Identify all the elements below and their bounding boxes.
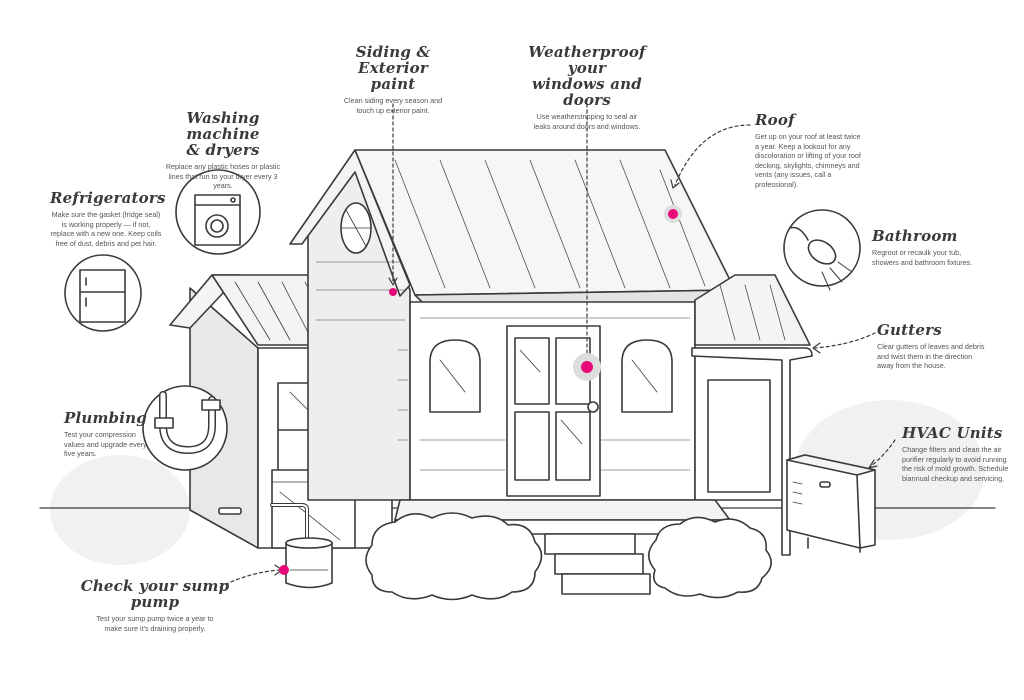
callout-hvac-text: Change filters and clean the air purifie…: [902, 445, 1009, 483]
porch-step-3: [561, 573, 651, 595]
callout-siding-title: Siding & Exterior paint: [330, 44, 456, 92]
door-knob: [587, 401, 599, 413]
callout-bathroom-text: Regrout or recaulk your tub, showers and…: [872, 248, 973, 267]
facade-left-window: [429, 339, 481, 413]
callout-siding-text: Clean siding every season and touch up e…: [343, 96, 443, 115]
facade-right-window: [621, 339, 673, 413]
right-wing: [691, 274, 813, 556]
callout-roof-text: Get up on your roof at least twice a yea…: [755, 132, 861, 189]
washing-machine-icon: [175, 169, 261, 255]
callout-siding-title-line2: paint: [370, 75, 416, 93]
bush-left: [365, 512, 543, 601]
callout-refrigerators-text: Make sure the gasket (fridge seal) is wo…: [50, 210, 162, 248]
callout-roof: Roof Get up on your roof at least twice …: [755, 112, 865, 190]
callout-weatherproof-title-line1: Weatherproof your: [528, 43, 646, 77]
marker-door: [581, 361, 593, 373]
callout-washing-title-line2: & dryers: [186, 141, 260, 159]
markers: [279, 205, 682, 575]
callout-weatherproof-text: Use weatherstripping to seal air leaks a…: [533, 112, 641, 131]
callout-siding: Siding & Exterior paint Clean siding eve…: [330, 44, 456, 115]
callout-refrigerators-title: Refrigerators: [50, 189, 166, 207]
callout-bathroom-title: Bathroom: [872, 227, 958, 245]
marker-siding: [389, 288, 397, 296]
marker-roof: [668, 209, 678, 219]
callout-gutters-text: Clear gutters of leaves and debris and t…: [877, 342, 985, 371]
shower-head-icon: [783, 209, 861, 291]
callout-washing-text: Replace any plastic hoses or plastic lin…: [165, 162, 281, 191]
callout-gutters: Gutters Clear gutters of leaves and debr…: [877, 322, 987, 371]
callout-plumbing: Plumbing Test your compression values an…: [64, 410, 150, 459]
callout-refrigerators: Refrigerators Make sure the gasket (frid…: [50, 189, 166, 248]
callout-washing-title: Washing machine & dryers: [158, 110, 288, 158]
callout-gutters-title: Gutters: [877, 321, 942, 339]
gutter-downspout: [691, 347, 813, 556]
callout-roof-title: Roof: [755, 111, 795, 129]
callout-plumbing-title: Plumbing: [64, 409, 147, 427]
callout-hvac: HVAC Units Change filters and clean the …: [902, 425, 1012, 483]
callout-weatherproof-title: Weatherproof your windows and doors: [520, 44, 654, 108]
hvac-unit: [786, 454, 876, 553]
callout-weatherproof: Weatherproof your windows and doors Use …: [520, 44, 654, 131]
leader-lines: [219, 103, 896, 588]
porch-step-1: [544, 533, 636, 555]
main-roof: [354, 149, 736, 306]
callout-plumbing-text: Test your compression values and upgrade…: [64, 430, 147, 459]
refrigerator-icon: [64, 254, 142, 332]
sump-pump: [270, 503, 333, 589]
pipe-icon: [142, 385, 228, 471]
callout-sump: Check your sump pump Test your sump pump…: [70, 578, 240, 633]
callout-bathroom: Bathroom Regrout or recaulk your tub, sh…: [872, 228, 982, 267]
callout-sump-title: Check your sump pump: [80, 577, 230, 611]
callout-sump-text: Test your sump pump twice a year to make…: [96, 614, 214, 633]
callout-washing-title-line1: Washing machine: [186, 109, 260, 143]
marker-sump: [279, 565, 289, 575]
callout-washing: Washing machine & dryers Replace any pla…: [158, 110, 288, 191]
callout-hvac-title: HVAC Units: [902, 424, 1003, 442]
callout-weatherproof-title-line2: windows and doors: [532, 75, 642, 109]
main-facade: [409, 301, 696, 501]
porch-step-2: [554, 553, 644, 575]
callout-siding-title-line1: Siding & Exterior: [355, 43, 431, 77]
bush-right: [647, 516, 772, 599]
